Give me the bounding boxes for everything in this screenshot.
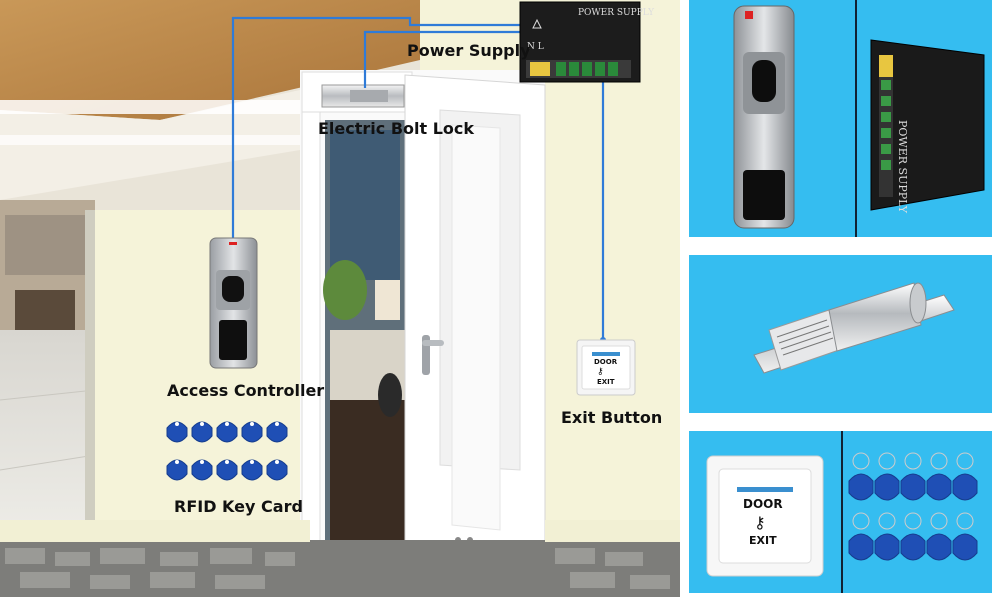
exit-button-top-text: DOOR: [594, 358, 618, 366]
product-panel-exit-tags: DOOR ⚷ EXIT: [689, 431, 992, 593]
psu-face-title: POWER SUPPLY: [578, 8, 655, 18]
label-access-controller: Access Controller: [167, 381, 325, 400]
exit-product-top-text: DOOR: [743, 497, 783, 511]
psu-face-terminals: N L: [527, 42, 544, 52]
label-power-supply: Power Supply: [407, 41, 531, 60]
product-panel-bolt-lock: [689, 255, 992, 413]
psu-product-label: POWER SUPPLY: [896, 120, 909, 214]
rfid-tags: [165, 418, 295, 488]
label-exit-button: Exit Button: [561, 408, 663, 427]
room-illustration: [0, 0, 680, 597]
key-product-icon: ⚷: [754, 513, 766, 532]
exit-button-bottom-text: EXIT: [597, 378, 615, 386]
label-electric-bolt-lock: Electric Bolt Lock: [318, 119, 475, 138]
product-panel-controller-psu: POWER SUPPLY: [689, 0, 992, 237]
label-rfid-key-card: RFID Key Card: [174, 497, 303, 516]
installation-scene: POWER SUPPLY N L DOOR ⚷ EXIT: [0, 0, 680, 597]
key-icon: ⚷: [597, 367, 604, 377]
exit-product-bottom-text: EXIT: [749, 534, 777, 547]
